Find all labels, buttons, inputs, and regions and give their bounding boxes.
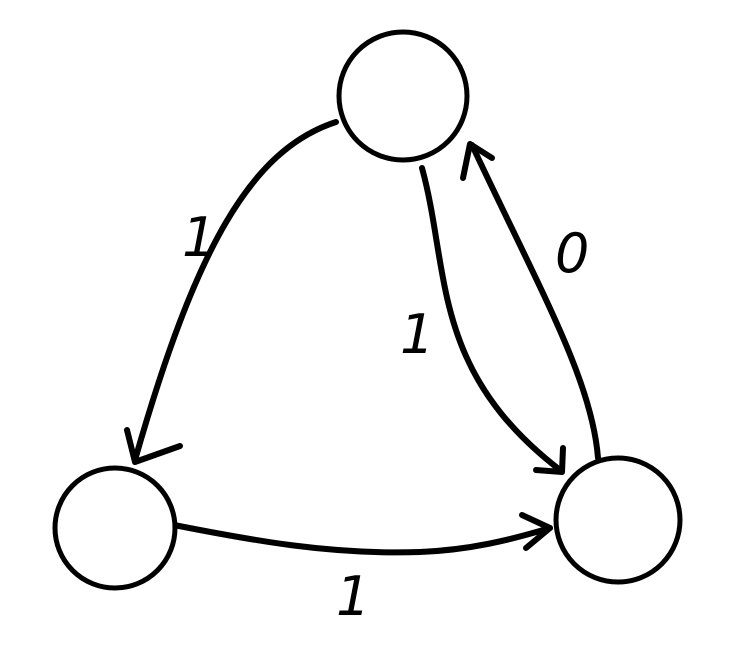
edge-bottom-left-to-bottom-right-arrowhead	[519, 512, 553, 551]
node-top	[336, 29, 470, 163]
edge-top-to-bottom-left-arrowhead	[124, 427, 183, 465]
edge-top-to-bottom-left-label: 1	[182, 206, 216, 269]
edge-bottom-left-to-bottom-right: 1	[171, 512, 553, 628]
edge-top-to-bottom-left-line	[132, 119, 339, 463]
edge-bottom-right-to-top-arrowhead	[460, 141, 495, 181]
edge-top-to-bottom-right: 1	[400, 165, 566, 475]
edge-bottom-right-to-top: 0	[460, 141, 601, 461]
edge-bottom-left-to-bottom-right-label: 1	[336, 565, 370, 628]
node-bottom-right	[553, 455, 683, 585]
edge-bottom-right-to-top-line	[469, 142, 601, 461]
node-bottom-left	[52, 465, 178, 591]
edge-top-to-bottom-right-label: 1	[400, 303, 434, 366]
edge-top-to-bottom-right-arrowhead	[533, 445, 566, 475]
edge-top-to-bottom-right-line	[419, 165, 563, 473]
edge-bottom-right-to-top-label: 0	[555, 222, 589, 285]
edge-bottom-left-to-bottom-right-line	[171, 522, 553, 556]
edge-top-to-bottom-left: 1	[124, 119, 339, 465]
